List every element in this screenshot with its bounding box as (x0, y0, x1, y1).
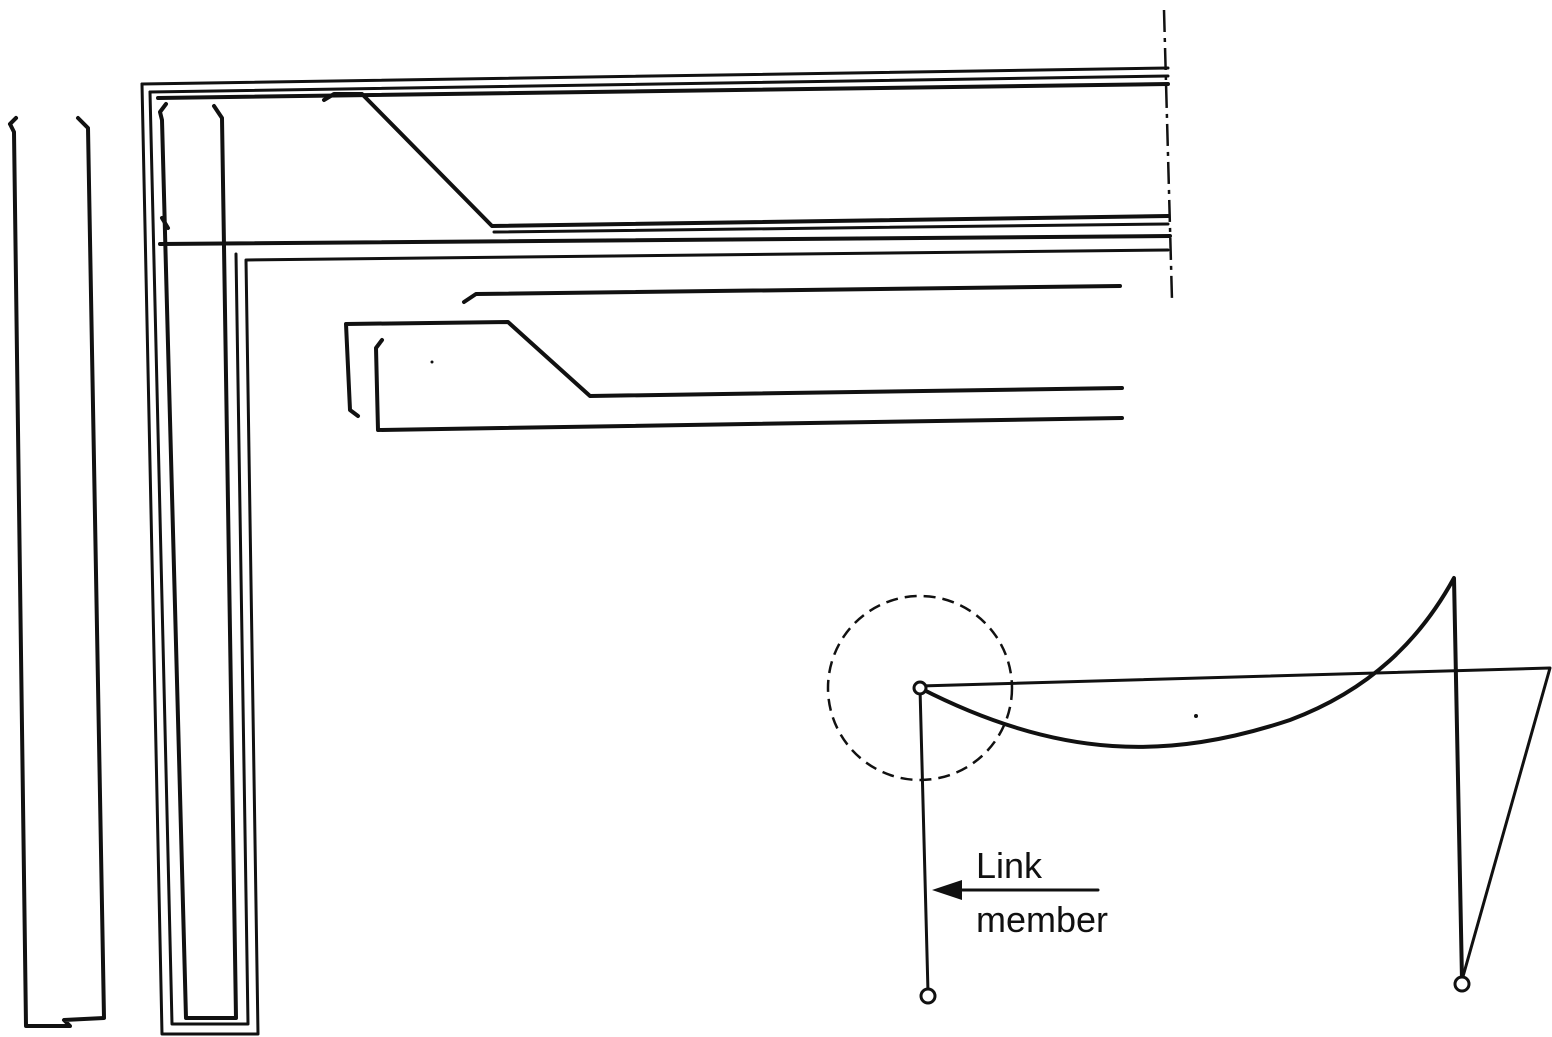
beam-top-bars (156, 82, 1172, 246)
beam-bent-bar (322, 92, 1170, 234)
column-outline (140, 66, 1170, 1036)
beam-line (918, 666, 1552, 982)
pin-icon (912, 680, 928, 696)
beam-bottom-bars (344, 284, 1124, 432)
deflected-shape-curve (918, 576, 1464, 982)
link-member-line (918, 686, 930, 994)
link-label-line1: Link (976, 845, 1043, 886)
speck (1194, 714, 1198, 718)
link-member-arrow (932, 880, 1100, 900)
beam-centre-line (1162, 9, 1174, 301)
pin-support-icon (919, 987, 937, 1005)
link-label-line2: member (976, 899, 1108, 940)
speck (430, 360, 434, 364)
pin-support-icon (1453, 975, 1471, 993)
column-inner-bars (158, 102, 238, 1020)
left-column-bars (8, 116, 106, 1028)
joint-detail-circle (826, 594, 1014, 782)
frame-sketch (826, 576, 1552, 1005)
